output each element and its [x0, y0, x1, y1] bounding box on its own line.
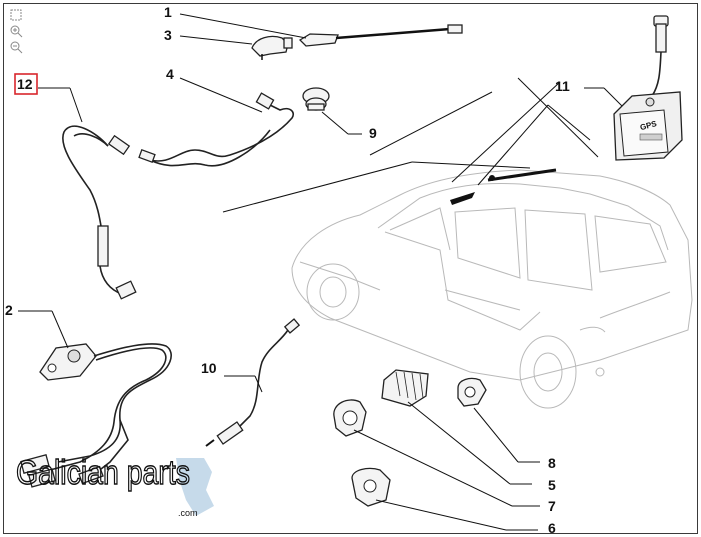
- callout-1[interactable]: 1: [164, 4, 172, 20]
- callout-2[interactable]: 2: [5, 302, 13, 318]
- leader-1: [179, 13, 307, 39]
- part-4-antenna-cable[interactable]: [138, 92, 295, 167]
- part-11-gps-antenna[interactable]: GPS: [613, 15, 683, 161]
- zoom-in-icon: [10, 25, 23, 38]
- callout-7[interactable]: 7: [548, 498, 556, 514]
- diagram-frame: [3, 3, 698, 534]
- part-5-module[interactable]: [381, 369, 429, 407]
- callout-10[interactable]: 10: [201, 360, 217, 376]
- fit-icon: [10, 9, 22, 21]
- zoom-controls: [8, 8, 24, 54]
- leader-4: [179, 77, 263, 113]
- zoom-in-button[interactable]: [8, 24, 24, 38]
- selected-callout-box: [14, 73, 38, 95]
- leader-7a: [353, 429, 513, 507]
- roof-antenna: [450, 168, 557, 205]
- zoom-out-icon: [10, 41, 23, 54]
- part-8-clip[interactable]: [457, 377, 487, 407]
- leader-6a: [375, 499, 507, 531]
- part-9-grommet[interactable]: [302, 87, 330, 111]
- gps-label: GPS: [639, 119, 658, 132]
- leader-5a: [407, 401, 511, 485]
- fit-to-view-button[interactable]: [8, 8, 24, 22]
- logo-suffix: .com: [178, 508, 198, 518]
- callout-9[interactable]: 9: [369, 125, 377, 141]
- galician-parts-logo: Galician parts .com: [15, 453, 214, 518]
- zoom-out-button[interactable]: [8, 40, 24, 54]
- callout-12[interactable]: 12: [17, 76, 33, 92]
- leader-3: [179, 35, 253, 45]
- part-3-antenna-base[interactable]: [251, 35, 293, 60]
- part-7-ring-bracket[interactable]: [333, 399, 367, 437]
- callout-6[interactable]: 6: [548, 520, 556, 536]
- callout-11[interactable]: 11: [555, 78, 570, 94]
- callout-5[interactable]: 5: [548, 477, 556, 493]
- part-10-short-cable[interactable]: [205, 318, 301, 447]
- leader-2b: [51, 310, 69, 349]
- part-12-cable[interactable]: [62, 125, 137, 300]
- callout-4[interactable]: 4: [166, 66, 174, 82]
- part-6-holder[interactable]: [351, 467, 391, 507]
- leader-lines-car: [222, 77, 599, 213]
- callout-3[interactable]: 3: [164, 27, 172, 43]
- leader-8a: [473, 407, 519, 463]
- leader-9a: [321, 111, 349, 135]
- part-1-rod-antenna[interactable]: [298, 24, 463, 47]
- part-2-bracket-harness[interactable]: [20, 343, 172, 488]
- leader-11b: [603, 87, 623, 107]
- leader-10b: [254, 375, 263, 393]
- callout-8[interactable]: 8: [548, 455, 556, 471]
- leader-12b: [69, 87, 83, 123]
- car-illustration: [291, 169, 693, 409]
- logo-text: Galician parts: [16, 454, 190, 492]
